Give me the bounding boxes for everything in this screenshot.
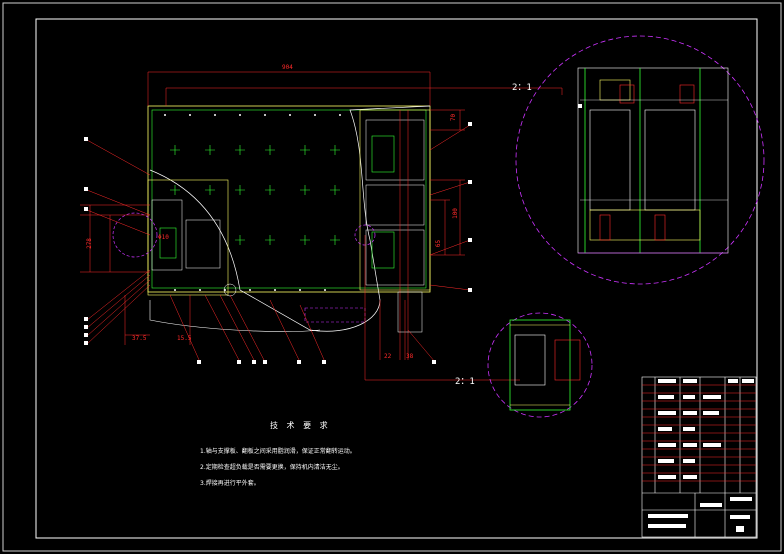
dim-right-a: 70 [450,113,458,122]
left-dimensions [80,204,406,360]
title-block-text-marks [648,379,754,532]
dim-top-width: 904 [282,64,293,71]
main-assembly [112,71,562,360]
leader-lines [86,88,563,381]
detail-view-bottom [487,312,593,418]
detail-scale-top: 2：1 [512,83,532,93]
hole-grid [170,145,340,245]
detail-scale-bottom: 2：1 [455,377,475,387]
inner-border [35,18,758,539]
title-block-rows [642,384,756,482]
dim-right-c: 65 [435,239,443,248]
dim-bottom-right-a: 22 [384,353,392,360]
note-item: 2.定期检查超负载是否需要更换，保持机内清洁无尘。 [200,464,344,471]
note-item: 1.轴与支撑板、翻板之间采用脂润滑，保证正常翻转运动。 [200,448,356,455]
dim-bottom-right-b: 38 [406,353,414,360]
dim-bottom-left-a: 37.5 [132,335,147,342]
detail-view-top [515,35,765,285]
dim-left-sub: Φ10 [158,234,169,241]
dim-right-b: 100 [451,208,459,219]
dim-bottom-left-b: 15.5 [177,335,192,342]
notes-title: 技 术 要 求 [270,421,331,430]
bolt-row [164,114,341,291]
leader-markers [84,104,582,364]
note-item: 3.焊接再进行平外套。 [200,480,260,487]
right-dimensions [430,109,465,256]
dim-left-height: 278 [85,238,93,249]
